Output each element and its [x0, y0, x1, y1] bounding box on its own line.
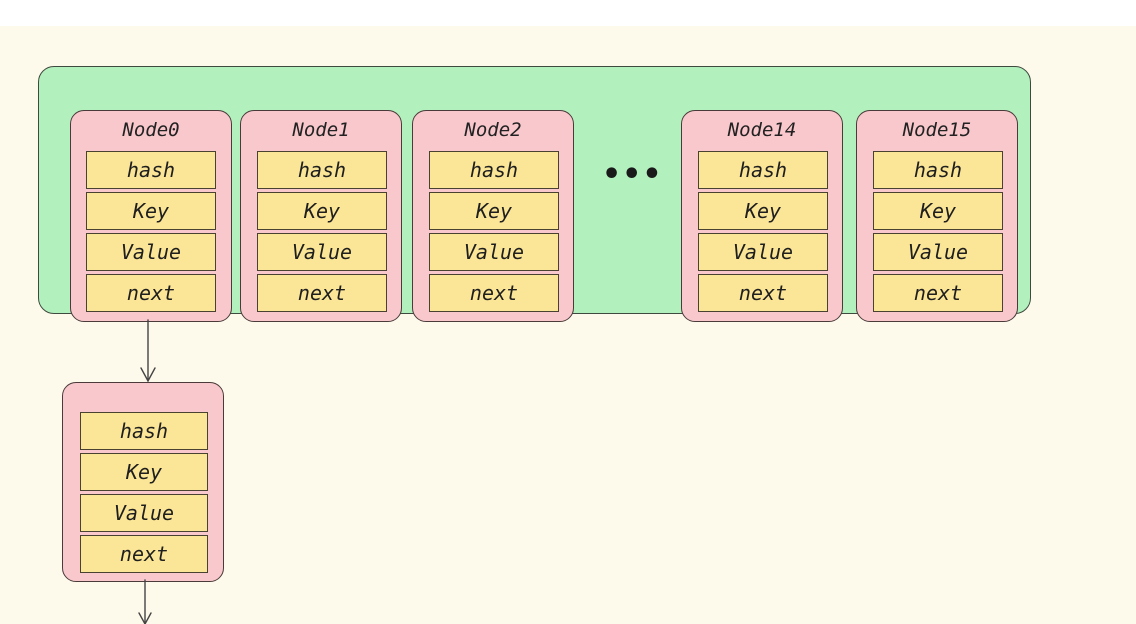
value-field: Value — [698, 233, 828, 271]
next-field: next — [257, 274, 387, 312]
node-title: Node1 — [292, 119, 350, 141]
node-title: Node15 — [902, 119, 972, 141]
ellipsis: ••• — [602, 157, 663, 192]
chained-node: hash Key Value next — [62, 382, 224, 582]
node-1: Node1 hash Key Value next — [240, 110, 402, 322]
node-0: Node0 hash Key Value next — [70, 110, 232, 322]
hash-field: hash — [80, 412, 208, 450]
key-field: Key — [698, 192, 828, 230]
hash-field: hash — [429, 151, 559, 189]
next-field: next — [429, 274, 559, 312]
hash-field: hash — [698, 151, 828, 189]
key-field: Key — [80, 453, 208, 491]
key-field: Key — [429, 192, 559, 230]
node-title: Node0 — [122, 119, 180, 141]
value-field: Value — [80, 494, 208, 532]
value-field: Value — [873, 233, 1003, 271]
value-field: Value — [257, 233, 387, 271]
next-field: next — [698, 274, 828, 312]
node-title: Node2 — [464, 119, 522, 141]
key-field: Key — [86, 192, 216, 230]
value-field: Value — [429, 233, 559, 271]
key-field: Key — [257, 192, 387, 230]
key-field: Key — [873, 192, 1003, 230]
hash-field: hash — [86, 151, 216, 189]
node-14: Node14 hash Key Value next — [681, 110, 843, 322]
node-15: Node15 hash Key Value next — [856, 110, 1018, 322]
hash-field: hash — [257, 151, 387, 189]
value-field: Value — [86, 233, 216, 271]
hash-field: hash — [873, 151, 1003, 189]
next-field: next — [86, 274, 216, 312]
next-field: next — [873, 274, 1003, 312]
node-2: Node2 hash Key Value next — [412, 110, 574, 322]
next-field: next — [80, 535, 208, 573]
node-title: Node14 — [727, 119, 797, 141]
